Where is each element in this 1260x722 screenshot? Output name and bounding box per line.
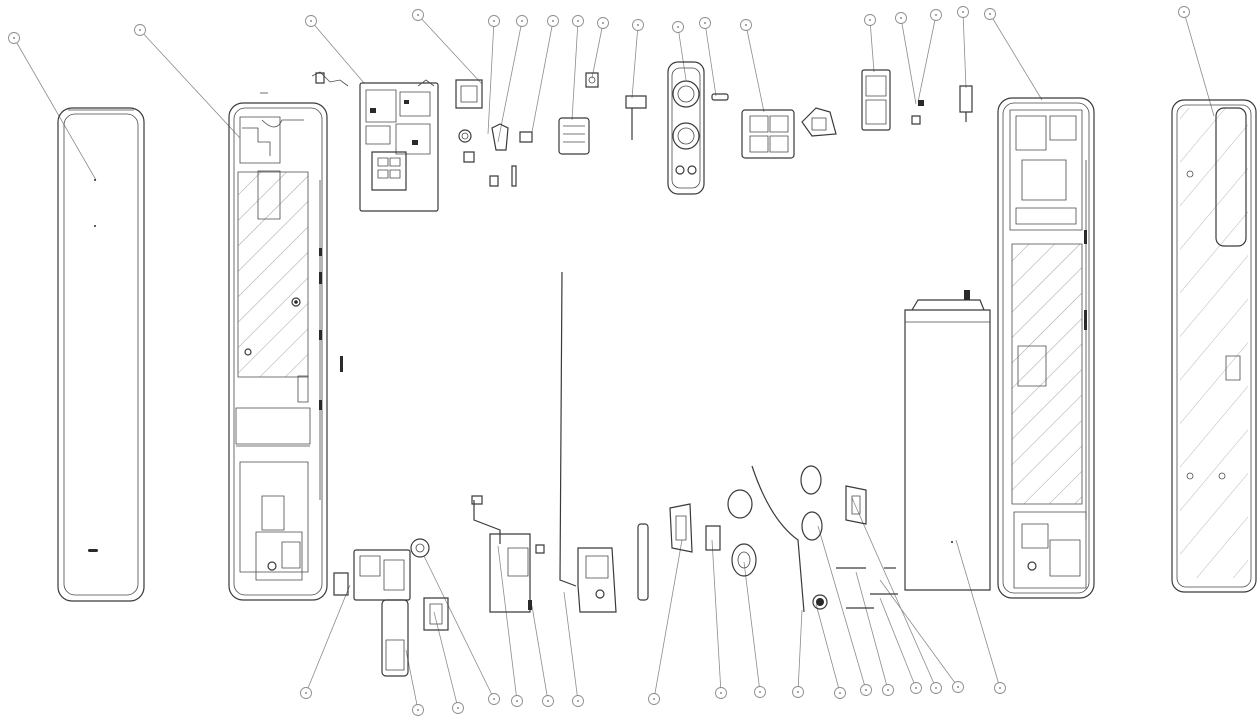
callout-bubble-dot	[637, 24, 639, 26]
callout-bubble-dot	[869, 19, 871, 21]
callout-leader-line	[956, 540, 1000, 688]
bottom-parts	[334, 272, 898, 676]
callout-leader-line	[901, 18, 916, 104]
callout-leader-line	[498, 21, 522, 142]
callout-leader-line	[592, 23, 603, 78]
callout-leader-line	[564, 592, 578, 701]
callout-leader-line	[654, 540, 682, 699]
callout-bubble-dot	[516, 700, 518, 702]
callout-leader-line	[1184, 12, 1214, 116]
callout-bubble-dot	[602, 22, 604, 24]
callout-bubble-dot	[139, 29, 141, 31]
callout-leader-line	[418, 15, 482, 84]
callout-bubble-dot	[865, 689, 867, 691]
callout-bubble-dot	[999, 687, 1001, 689]
callout-leader-line	[880, 598, 916, 688]
callout-bubble-dot	[493, 20, 495, 22]
callout-leader-line	[712, 540, 721, 693]
callout-bubble-dot	[653, 698, 655, 700]
middle-frame-left	[229, 93, 343, 600]
right-top-parts	[862, 70, 972, 130]
callout-leader-line	[306, 585, 350, 693]
callout-bubble-dot	[915, 687, 917, 689]
callout-bubble-dot	[720, 692, 722, 694]
callout-bubble-dot	[935, 14, 937, 16]
callout-bubble-dot	[887, 689, 889, 691]
callout-bubble-dot	[745, 24, 747, 26]
callout-bubble-dot	[305, 692, 307, 694]
callout-leader-line	[963, 12, 966, 88]
callout-leader-line	[746, 25, 764, 112]
callout-leader-line	[311, 21, 364, 83]
callout-bubble-dot	[457, 707, 459, 709]
callout-leader-line	[434, 612, 458, 708]
callout-bubble-dot	[957, 686, 959, 688]
callout-leader-line	[14, 38, 96, 180]
callout-bubble-dot	[797, 691, 799, 693]
callout-leader-line	[744, 562, 760, 692]
callout-bubble-dot	[900, 17, 902, 19]
callout-leader-line	[798, 610, 802, 692]
callout-bubble-dot	[417, 14, 419, 16]
callout-bubble-dot	[962, 11, 964, 13]
callout-leader-line	[498, 546, 517, 701]
front-screen-panel	[58, 108, 144, 601]
callout-leader-line	[140, 30, 240, 138]
callout-bubble-dot	[935, 687, 937, 689]
callout-leader-lines	[14, 12, 1214, 710]
callout-bubble-dot	[704, 22, 706, 24]
callout-leader-line	[852, 498, 936, 688]
battery	[905, 290, 990, 590]
callout-bubble-dot	[839, 692, 841, 694]
callout-leader-line	[856, 572, 888, 690]
callout-bubble-dot	[521, 20, 523, 22]
callout-bubble-dot	[577, 20, 579, 22]
callout-leader-line	[532, 21, 553, 132]
top-small-parts	[456, 73, 646, 186]
callout-leader-line	[572, 21, 578, 120]
callout-bubble-dot	[547, 700, 549, 702]
callout-leader-line	[532, 606, 548, 701]
callout-bubbles	[9, 7, 1190, 716]
callout-bubble-dot	[759, 691, 761, 693]
rear-cover	[1172, 100, 1256, 592]
sim-tray	[742, 108, 836, 158]
callout-leader-line	[990, 14, 1042, 100]
callout-leader-line	[880, 580, 958, 687]
callout-leader-line	[816, 604, 840, 693]
callout-leader-line	[918, 15, 936, 102]
callout-leader-line	[488, 21, 494, 134]
callout-bubble-dot	[989, 13, 991, 15]
callout-bubble-dot	[13, 37, 15, 39]
callout-bubble-dot	[493, 698, 495, 700]
main-pcb-board	[312, 72, 438, 211]
callout-bubble-dot	[417, 709, 419, 711]
callout-bubble-dot	[1183, 11, 1185, 13]
callout-leader-line	[818, 526, 866, 690]
callout-leader-line	[424, 556, 494, 699]
callout-bubble-dot	[552, 20, 554, 22]
callout-leader-line	[678, 27, 686, 80]
callout-bubble-dot	[310, 20, 312, 22]
callout-bubble-dot	[577, 700, 579, 702]
callout-leader-line	[705, 23, 716, 96]
callout-leader-line	[870, 20, 874, 72]
middle-frame-right	[998, 98, 1094, 598]
callout-bubble-dot	[677, 26, 679, 28]
callout-leader-line	[632, 25, 638, 98]
camera-deco-cover	[668, 62, 728, 194]
